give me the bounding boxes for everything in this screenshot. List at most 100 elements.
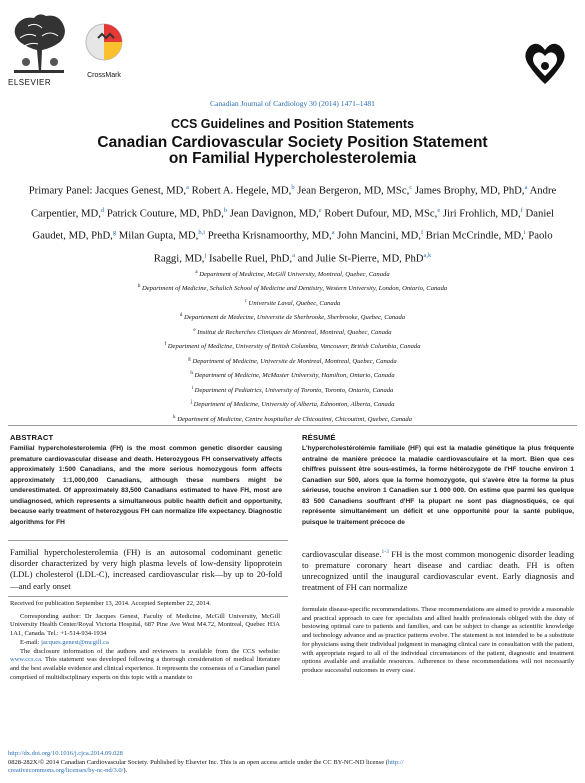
author-affiliation-ref[interactable]: a,k [423,251,432,259]
author-list: Primary Panel: Jacques Genest, MD,a Robe… [20,178,565,268]
affiliation-marker: c [244,298,247,304]
ccs-heart-icon [525,43,565,84]
received-note: Received for publication September 13, 2… [10,600,211,607]
license-link-rest[interactable]: creativecommons.org/licenses/by-nc-nd/3.… [8,767,124,774]
author-affiliation-ref[interactable]: d [100,206,105,214]
affiliation-item: b Department of Medicine, Schulich Schoo… [30,281,555,295]
affiliation-item: a Department of Medicine, McGill Univers… [30,267,555,281]
affiliation-text: Universite Laval, Quebec, Canada [246,300,341,308]
ccs-logo [520,40,570,88]
affiliation-text: Department of Medicine, Schulich School … [140,285,448,293]
affiliation-item: k Department of Medicine, Centre hospita… [30,412,555,426]
ccs-website-link[interactable]: www.ccs.ca [10,656,41,664]
author-name: James Brophy, MD, PhD, [414,184,525,197]
footnotes-right: formulate disease-specific recommendatio… [302,606,574,674]
author-affiliation-ref[interactable]: a [524,184,528,191]
corresponding-note: Corresponding author: Dr Jacques Genest,… [10,612,280,638]
affiliation-marker: h [190,371,193,377]
affiliation-item: h Department of Medicine, McMaster Unive… [30,368,555,382]
resume-heading: RÉSUMÉ [302,433,336,442]
author-affiliation-ref[interactable]: b [291,184,295,191]
author-affiliation-ref[interactable]: a [186,184,189,191]
author-name: Patrick Couture, MD, PhD, [106,207,224,220]
author-affiliation-ref[interactable]: a [331,229,335,237]
affiliation-item: f Department of Medicine, University of … [30,339,555,353]
affiliation-text: Department of Medicine, Centre hospitali… [175,416,412,424]
author-name: Milan Gupta, MD, [118,229,199,242]
article-title: Canadian Cardiovascular Society Position… [20,135,565,167]
elsevier-logo: ELSEVIER [8,12,70,88]
affiliation-text: Department of Medicine, McGill Universit… [197,271,390,279]
crossmark-badge[interactable]: CrossMark [78,12,130,88]
affiliation-marker: a [195,270,198,275]
body-text-right: cardiovascular disease.1-3 FH is the mos… [302,547,574,594]
affiliation-item: j Department of Medicine, University of … [30,397,555,411]
footer: http://dx.doi.org/10.1016/j.cjca.2014.09… [8,750,577,776]
author-name: Jiri Frohlich, MD, [442,207,521,220]
affiliation-marker: e [193,327,196,333]
author-affiliation-ref[interactable]: j [204,251,207,259]
journal-citation[interactable]: Canadian Journal of Cardiology 30 (2014)… [210,99,375,108]
footnotes-left: Received for publication September 13, 2… [10,600,280,682]
author-affiliation-ref[interactable]: g [112,229,117,237]
license-text: 0828-282X/© 2014 Canadian Cardiovascular… [8,758,388,766]
affiliation-marker: k [173,414,176,420]
affiliation-marker: b [137,284,141,290]
affiliation-text: Department of Medicine, University of Al… [191,401,395,409]
affiliation-text: Departement de Medecine, Universite de S… [182,314,406,322]
title-line-1: Canadian Cardiovascular Society Position… [97,134,488,151]
author-name: Jean Bergeron, MD, MSc, [297,184,410,197]
license-line: 0828-282X/© 2014 Canadian Cardiovascular… [8,759,577,776]
affiliation-text: Department of Medicine, University of Br… [166,343,421,351]
author-affiliation-ref[interactable]: b [223,206,228,214]
section-heading: CCS Guidelines and Position Statements [170,117,415,131]
elsevier-wordmark: ELSEVIER [8,78,52,87]
author-name: Daniel Gaudet, MD, PhD, [32,207,555,242]
doi-link[interactable]: http://dx.doi.org/10.1016/j.cjca.2014.09… [8,750,123,757]
affiliation-marker: d [179,313,183,319]
license-link-start[interactable]: http:// [387,758,404,766]
disclosure-note: The disclosure information of the author… [10,648,280,683]
author-affiliation-ref[interactable]: f [520,206,523,214]
author-affiliation-ref[interactable]: f [420,229,424,237]
divider-abstract [8,540,288,541]
author-affiliation-ref[interactable]: h,i [198,229,206,237]
divider-top [8,425,577,426]
author-name: Robert Dufour, MD, MSc, [324,207,438,220]
affiliation-marker: i [191,385,194,391]
author-affiliation-ref[interactable]: a [292,251,295,259]
disclosure-rest: . This statement was developed following… [10,656,280,681]
license-end: ). [123,767,128,774]
affiliation-item: c Universite Laval, Quebec, Canada [30,296,555,310]
abstract-text: Familial hypercholesterolemia (FH) is th… [10,445,282,526]
author-name: Paolo Raggi, MD, [153,229,553,265]
affiliation-item: e Institut de Recherches Cliniques de Mo… [30,325,555,339]
body-text-left: Familial hypercholesterolemia (FH) is an… [10,547,282,591]
author-affiliation-ref[interactable]: i [523,229,526,237]
affiliation-marker: j [190,400,192,406]
author-name: Jacques Genest, MD, [95,184,187,197]
affiliation-item: d Departement de Medecine, Universite de… [30,310,555,324]
affiliation-item: g Department of Medicine, Universite de … [30,354,555,368]
email-label: E-mail: [20,638,42,646]
author-name: John Mancini, MD, [337,229,421,242]
affiliation-marker: g [188,356,191,362]
disclosure-start: The disclosure information of the author… [20,647,280,655]
email-link[interactable]: jacques.genest@mcgill.ca [41,638,109,646]
email-line: E-mail: jacques.genest@mcgill.ca [10,639,280,648]
affiliation-text: Department of Pediatrics, University of … [193,387,394,395]
citation-ref[interactable]: 1-3 [381,549,389,555]
abstract-heading: ABSTRACT [10,433,54,442]
affiliation-item: i Department of Pediatrics, University o… [30,383,555,397]
divider-footnotes [8,596,288,597]
author-name: Brian McCrindle, MD, [425,229,524,242]
author-affiliation-ref[interactable]: c [409,184,413,191]
affiliation-list: a Department of Medicine, McGill Univers… [30,267,555,426]
author-name: Robert A. Hegele, MD, [191,184,292,197]
affiliation-text: Institut de Recherches Cliniques de Mont… [195,329,392,337]
author-name: and Julie St-Pierre, MD, PhD [297,252,424,265]
author-affiliation-ref[interactable]: e [437,206,441,214]
author-name: Isabelle Ruel, PhD, [208,252,293,265]
author-affiliation-ref[interactable]: e [318,206,322,214]
title-line-2: on Familial Hypercholesterolemia [168,150,417,167]
